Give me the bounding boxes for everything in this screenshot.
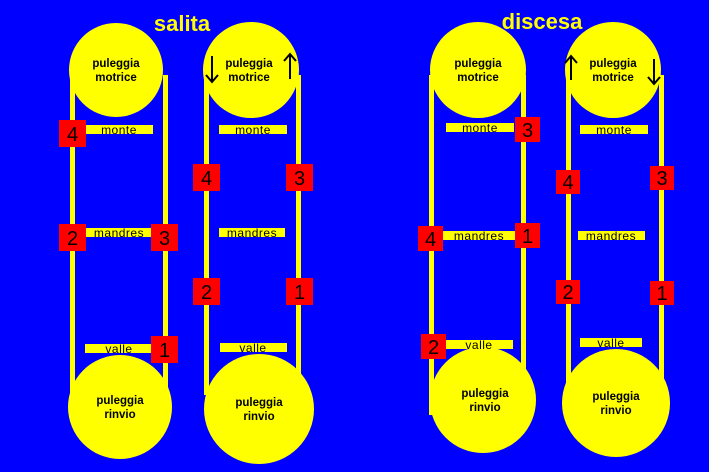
cabin-number: 3	[294, 168, 305, 190]
heading-salita: salita	[154, 11, 211, 36]
station-label-monte: monte	[462, 121, 498, 135]
cabin-number: 1	[522, 226, 533, 248]
station-bar-valle	[580, 338, 642, 347]
cabin-marker	[193, 164, 220, 191]
return-pulley-label-1: puleggia	[235, 397, 283, 409]
station-bar-valle	[85, 344, 153, 353]
station-label-valle: valle	[597, 336, 624, 350]
return-pulley-label-2: rinvio	[469, 402, 500, 414]
station-label-mandres: mandres	[586, 229, 636, 243]
station-label-monte: monte	[235, 123, 271, 137]
diagram-discesa-1: puleggia motrice puleggia rinvio monte m…	[418, 22, 540, 453]
station-label-mandres: mandres	[227, 226, 277, 240]
cabin-marker	[556, 280, 580, 304]
diagram-salita-1: puleggia motrice puleggia rinvio monte m…	[59, 23, 178, 459]
return-pulley	[204, 354, 314, 464]
rope-left	[204, 75, 209, 395]
arrow-down-icon	[647, 59, 661, 86]
station-bar-monte	[219, 125, 287, 134]
cabin-marker	[59, 120, 86, 147]
cabin-marker	[286, 164, 313, 191]
cabin-marker	[421, 334, 446, 359]
station-bar-monte	[580, 125, 648, 134]
return-pulley-label-1: puleggia	[461, 388, 509, 400]
drive-pulley-label-2: motrice	[95, 72, 137, 84]
station-bar-monte	[85, 125, 153, 134]
cabin-marker	[556, 170, 580, 194]
station-label-valle: valle	[239, 341, 266, 355]
cabin-number: 4	[425, 229, 436, 251]
station-bar-mandres	[85, 228, 153, 237]
cabin-marker	[418, 226, 443, 251]
rope-right	[659, 75, 664, 405]
cabin-number: 1	[159, 340, 170, 362]
cabin-marker	[151, 336, 178, 363]
cabin-number: 4	[562, 172, 573, 194]
cabin-number: 2	[67, 228, 78, 250]
diagram-salita-2: puleggia motrice puleggia rinvio monte m…	[193, 22, 314, 464]
station-bar-valle	[446, 340, 513, 349]
station-label-monte: monte	[101, 123, 137, 137]
arrow-down-icon	[205, 56, 219, 84]
drive-pulley-label-2: motrice	[457, 72, 499, 84]
drive-pulley-label-1: puleggia	[92, 58, 140, 70]
station-label-mandres: mandres	[454, 229, 504, 243]
station-bar-monte	[446, 123, 514, 132]
cabin-number: 3	[522, 120, 533, 142]
drive-pulley-label-1: puleggia	[454, 58, 502, 70]
drive-pulley-label-2: motrice	[228, 72, 270, 84]
drive-pulley	[565, 22, 661, 118]
return-pulley-label-2: rinvio	[104, 409, 135, 421]
station-bar-valle	[220, 343, 287, 352]
cabin-number: 1	[656, 283, 667, 305]
station-bar-mandres	[219, 228, 285, 237]
cabin-number: 2	[428, 337, 439, 359]
station-bar-mandres	[443, 231, 515, 240]
station-label-valle: valle	[465, 338, 492, 352]
return-pulley	[430, 347, 536, 453]
station-bar-mandres	[578, 231, 645, 240]
diagram-discesa-2: puleggia motrice puleggia rinvio monte m…	[556, 22, 674, 457]
cabin-number: 2	[562, 282, 573, 304]
return-pulley	[562, 349, 670, 457]
heading-discesa: discesa	[502, 9, 583, 34]
cabin-number: 4	[67, 124, 78, 146]
cabin-marker	[286, 278, 313, 305]
drive-pulley	[430, 22, 526, 118]
return-pulley	[68, 355, 172, 459]
return-pulley-label-2: rinvio	[243, 411, 274, 423]
station-label-valle: valle	[105, 342, 132, 356]
drive-pulley	[69, 23, 163, 117]
return-pulley-label-1: puleggia	[96, 395, 144, 407]
cabin-number: 1	[294, 282, 305, 304]
return-pulley-label-2: rinvio	[600, 405, 631, 417]
arrow-up-icon	[283, 52, 297, 79]
cabin-marker	[59, 224, 86, 251]
cabin-number: 2	[201, 282, 212, 304]
drive-pulley	[203, 22, 299, 118]
return-pulley-label-1: puleggia	[592, 391, 640, 403]
station-label-monte: monte	[596, 123, 632, 137]
cabin-marker	[151, 224, 178, 251]
cabin-number: 3	[159, 228, 170, 250]
cabin-marker	[193, 278, 220, 305]
cabin-marker	[515, 117, 540, 142]
cabin-marker	[650, 281, 674, 305]
rope-left	[566, 75, 571, 405]
drive-pulley-label-1: puleggia	[589, 58, 637, 70]
drive-pulley-label-1: puleggia	[225, 58, 273, 70]
station-label-mandres: mandres	[94, 226, 144, 240]
cabin-marker	[650, 166, 674, 190]
rope-right	[296, 75, 301, 395]
drive-pulley-label-2: motrice	[592, 72, 634, 84]
cabin-marker	[515, 223, 540, 248]
cabin-number: 4	[201, 168, 212, 190]
arrow-up-icon	[564, 54, 578, 80]
cabin-number: 3	[656, 168, 667, 190]
